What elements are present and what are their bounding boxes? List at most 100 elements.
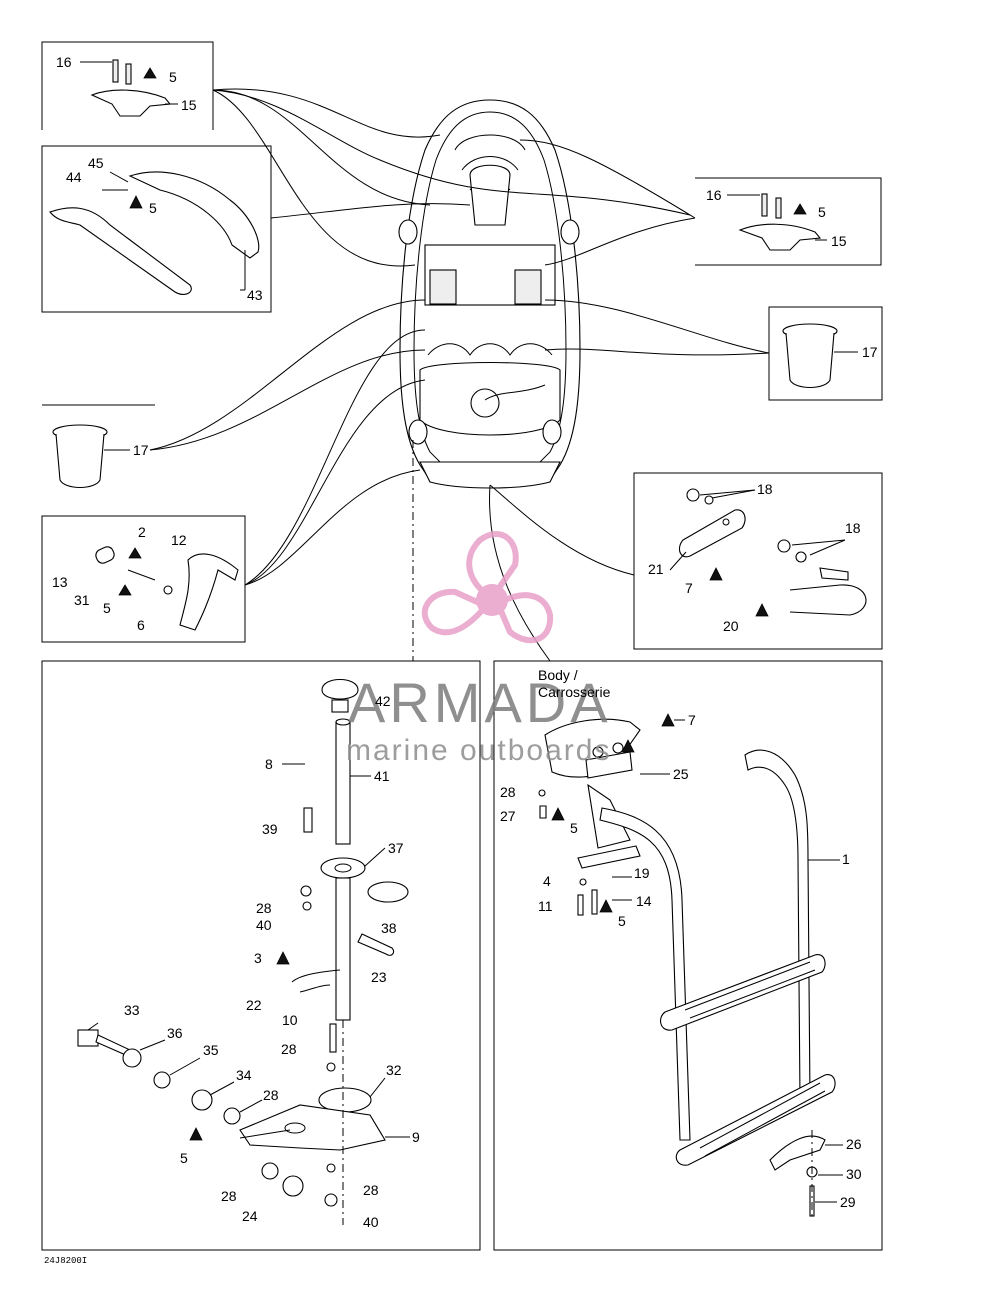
- washer-28-ladder: [538, 789, 546, 797]
- screw-16-r: [761, 193, 768, 217]
- arm-26: [769, 1135, 826, 1171]
- handle-assembly: [49, 171, 260, 295]
- callout-24: 24: [242, 1208, 258, 1224]
- ubolt-assembly: [678, 488, 867, 617]
- callout-31: 31: [74, 592, 90, 608]
- callout-20: 20: [723, 618, 739, 634]
- console-left: [429, 269, 457, 305]
- callout-13: 13: [52, 574, 68, 590]
- nut-40a: [302, 901, 312, 911]
- nut-5: [143, 67, 157, 79]
- callout-7: 7: [685, 580, 693, 596]
- callout-28: 28: [500, 784, 516, 800]
- callout-28: 28: [263, 1087, 279, 1103]
- callout-34: 34: [236, 1067, 252, 1083]
- callout-18: 18: [757, 481, 773, 497]
- leader-lines: [149, 88, 770, 662]
- cleat-15-r: [738, 223, 822, 251]
- bolt-27: [539, 805, 547, 819]
- panel-frame-pole: [41, 660, 481, 1251]
- washer-18b: [795, 551, 807, 563]
- callout-28: 28: [256, 900, 272, 916]
- watermark-propeller-icon: [421, 531, 554, 644]
- callout-45: 45: [88, 155, 104, 171]
- ladder-assembly: [538, 713, 836, 1220]
- callout-30: 30: [846, 1166, 862, 1182]
- callout-5: 5: [818, 204, 826, 220]
- callout-32: 32: [386, 1062, 402, 1078]
- tube-main: [335, 877, 351, 1021]
- screw-16: [112, 59, 119, 83]
- panel-frame-handle: [41, 145, 272, 313]
- ladder-rail-front: [744, 749, 811, 1101]
- callout-leaders: [87, 489, 846, 1203]
- cup-holder-left: [52, 424, 130, 489]
- grab-handle-assembly: [95, 546, 239, 631]
- cleat-assembly-left: [80, 59, 178, 117]
- bolt-14: [591, 889, 598, 915]
- cleat-15: [90, 89, 172, 117]
- washer-28c: [223, 1107, 241, 1125]
- callout-38: 38: [381, 920, 397, 936]
- callout-5: 5: [570, 820, 578, 836]
- nut-34: [191, 1089, 213, 1111]
- callout-17: 17: [133, 442, 149, 458]
- callout-37: 37: [388, 840, 404, 856]
- bracket-21: [678, 509, 746, 558]
- callout-39: 39: [262, 821, 278, 837]
- panel-frame-cleat-left: [41, 41, 214, 130]
- star-washer-36: [122, 1048, 142, 1068]
- callout-41: 41: [374, 768, 390, 784]
- panel-frame-ladder: [493, 660, 883, 1251]
- helm-circle: [470, 388, 500, 418]
- callout-15: 15: [181, 97, 197, 113]
- bracket-25: [585, 751, 633, 779]
- nut-5-handle: [129, 195, 143, 209]
- callout-15: 15: [831, 233, 847, 249]
- ladder-step-lower: [675, 1074, 836, 1166]
- callout-40: 40: [256, 917, 272, 933]
- nut-2: [128, 547, 142, 559]
- washer-4: [579, 878, 587, 886]
- bumper-left-stern: [408, 419, 428, 445]
- callout-29: 29: [840, 1194, 856, 1210]
- callout-28: 28: [221, 1188, 237, 1204]
- callout-44: 44: [66, 169, 82, 185]
- callout-16: 16: [706, 187, 722, 203]
- callout-25: 25: [673, 766, 689, 782]
- callout-11: 11: [538, 898, 553, 914]
- callout-5: 5: [169, 69, 177, 85]
- handle-43b: [128, 171, 260, 259]
- watermark-brand: ARMADA: [348, 671, 612, 734]
- nut-7-ubolt: [709, 567, 723, 581]
- nut-18a: [686, 488, 700, 502]
- callout-7: 7: [688, 712, 696, 728]
- callout-6: 6: [137, 617, 145, 633]
- nut-5-ladder-a: [551, 807, 565, 821]
- boat-hull: [398, 99, 581, 489]
- callout-5: 5: [180, 1150, 188, 1166]
- watermark-tagline: marine outboards: [346, 734, 611, 767]
- nut-5-pole: [189, 1127, 203, 1141]
- callout-17: 17: [862, 344, 878, 360]
- nut-40b: [324, 1193, 338, 1207]
- cup-holder-right: [782, 323, 858, 389]
- bolt-11: [577, 894, 584, 916]
- callout-18: 18: [845, 520, 861, 536]
- callout-42: 42: [375, 693, 391, 709]
- callout-28: 28: [281, 1041, 297, 1057]
- swim-platform: [419, 461, 561, 489]
- body-caption-line1: Body /: [538, 667, 578, 683]
- cup-17-right: [785, 332, 835, 389]
- callout-16: 16: [56, 54, 72, 70]
- nut-5-ladder-b: [599, 899, 613, 913]
- nut-5-r: [793, 203, 807, 215]
- callout-22: 22: [246, 997, 262, 1013]
- washer-18a: [704, 495, 714, 505]
- callout-43: 43: [247, 287, 263, 303]
- console-right: [514, 269, 542, 305]
- callout-36: 36: [167, 1025, 183, 1041]
- pole-assembly: [77, 678, 409, 1225]
- callout-1: 1: [842, 851, 850, 867]
- washer-28b: [326, 1062, 336, 1072]
